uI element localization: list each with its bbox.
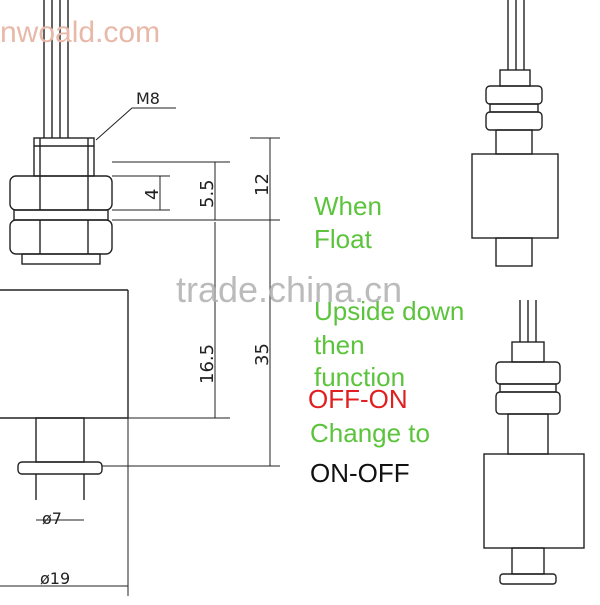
dim-35-label: 35 xyxy=(252,343,273,366)
float-view-bottom xyxy=(483,300,585,585)
threaded-stem xyxy=(33,137,95,177)
state-to-label: ON-OFF xyxy=(310,458,410,488)
float-body xyxy=(0,289,129,419)
washer xyxy=(13,209,109,221)
watermark-mid: trade.china.cn xyxy=(176,269,403,310)
dim-5-5-label: 5.5 xyxy=(197,179,218,208)
note-line-3: Upside down xyxy=(314,296,465,326)
note-line-1: When xyxy=(314,191,382,221)
note-line-5: function xyxy=(314,362,406,392)
note-line-4: then xyxy=(314,330,365,360)
float-view-top xyxy=(471,0,559,267)
thread-label: M8 xyxy=(136,89,160,108)
dim-16-5-label: 16.5 xyxy=(197,344,218,384)
note-line-6: Change to xyxy=(310,418,430,448)
upper-nut xyxy=(9,175,113,211)
nut-height-label: 4 xyxy=(142,189,163,200)
watermark-top: nwoald.com xyxy=(0,16,161,49)
diameter-large-label: ø19 xyxy=(40,569,70,588)
dimension-lines xyxy=(0,107,280,596)
dim-12-label: 12 xyxy=(252,173,273,196)
base-plate xyxy=(21,253,101,265)
lower-nut xyxy=(9,219,113,255)
note-line-2: Float xyxy=(314,224,372,254)
bottom-stem xyxy=(17,417,103,500)
state-from-label: OFF-ON xyxy=(308,384,408,414)
wires-left xyxy=(43,0,69,138)
diameter-small-label: ø7 xyxy=(42,509,62,528)
